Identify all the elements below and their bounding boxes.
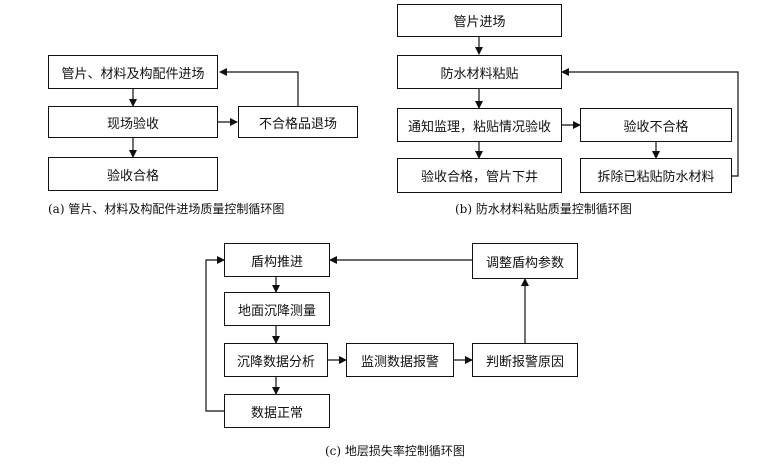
node-c-shield-advance: 盾构推进 xyxy=(224,243,330,277)
arrow-b-remove-loop xyxy=(561,68,739,177)
caption-a: (a) 管片、材料及构配件进场质量控制循环图 xyxy=(48,202,285,216)
node-a-reject-removal: 不合格品退场 xyxy=(238,106,358,138)
node-a-site-inspection: 现场验收 xyxy=(48,106,218,138)
node-c-settlement-measure: 地面沉降测量 xyxy=(224,292,330,326)
node-a-materials-entry: 管片、材料及构配件进场 xyxy=(48,55,218,89)
arrow-a-reject-loop xyxy=(219,68,299,106)
node-b-segment-entry: 管片进场 xyxy=(397,4,562,37)
node-c-settlement-analysis: 沉降数据分析 xyxy=(224,343,328,377)
node-b-inspection-failed: 验收不合格 xyxy=(580,108,732,142)
arrow-c-normal-loop xyxy=(205,256,225,412)
node-c-monitor-alarm: 监测数据报警 xyxy=(346,343,454,377)
node-b-passed-lowered: 验收合格，管片下井 xyxy=(397,158,562,193)
node-b-notify-supervisor: 通知监理，粘贴情况验收 xyxy=(397,108,562,142)
node-c-adjust-params: 调整盾构参数 xyxy=(472,243,578,279)
node-b-waterproof-paste: 防水材料粘贴 xyxy=(397,55,562,89)
node-b-remove-material: 拆除已粘贴防水材料 xyxy=(580,158,732,193)
node-c-judge-cause: 判断报警原因 xyxy=(472,343,578,377)
node-a-inspection-passed: 验收合格 xyxy=(48,157,218,191)
node-c-data-normal: 数据正常 xyxy=(224,394,330,428)
caption-c: (c) 地层损失率控制循环图 xyxy=(325,444,465,458)
caption-b: (b) 防水材料粘贴质量控制循环图 xyxy=(455,202,632,216)
